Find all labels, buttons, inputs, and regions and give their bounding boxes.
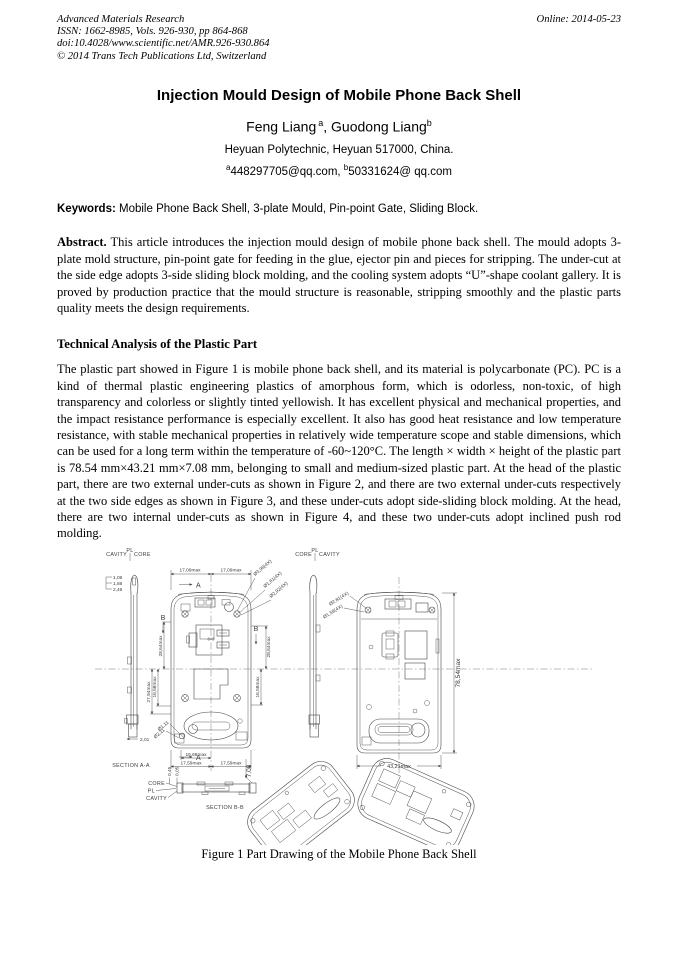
dim-28-64-left: 28,64max	[158, 635, 164, 657]
email-2-sup: b	[343, 163, 349, 173]
label-core-sectionb: CORE	[148, 781, 165, 787]
journal-title: Advanced Materials Research	[57, 14, 185, 25]
dim-16-58-right: 16,58max	[255, 676, 261, 698]
dim-2-01: 2,01	[140, 737, 150, 743]
email-1-address: 448297705@qq.com	[230, 166, 338, 179]
section-bb-view: CORE PL CAVITY 0,45 0,05 7,08 SECTION B-…	[146, 758, 257, 811]
dim-17-09-right: 17,09max	[220, 567, 242, 573]
abstract-paragraph: Abstract. This article introduces the in…	[57, 234, 621, 316]
dim-17-59-left: 17,59max	[180, 760, 202, 766]
label-pl-left: PL	[126, 548, 133, 554]
online-date: Online: 2014-05-23	[536, 14, 621, 25]
dim-16-58-left: 16,58max	[152, 676, 158, 698]
label-cavity-right: CAVITY	[319, 552, 340, 558]
section-arrow-b-left: B	[161, 615, 166, 622]
label-core-left: CORE	[134, 552, 151, 558]
front-view-dimensions: 17,09max 17,09max A A B B Ø3,98(4X) Ø1,6…	[146, 558, 290, 769]
dim-27-94-left: 27,94max	[146, 681, 152, 703]
dim-7-08: 7,08	[246, 764, 253, 777]
emails-separator: ,	[337, 166, 344, 179]
back-view: Ø2,81(4X) Ø1,59(4X) 78,54max 43,21max	[322, 576, 462, 773]
label-cavity-sectionb: CAVITY	[146, 796, 167, 802]
keywords-line: Keywords: Mobile Phone Back Shell, 3-pla…	[57, 203, 621, 215]
section-arrow-b-right: B	[254, 626, 259, 633]
section-heading: Technical Analysis of the Plastic Part	[57, 337, 258, 352]
author-2-sup: b	[426, 117, 432, 128]
emails-line: a448297705@qq.com, b50331624@ qq.com	[57, 163, 621, 178]
issn-line: ISSN: 1662-8985, Vols. 926-930, pp 864-8…	[57, 26, 248, 38]
copyright-line: © 2014 Trans Tech Publications Ltd, Swit…	[57, 50, 267, 62]
label-section-aa: SECTION A-A	[112, 763, 150, 769]
keywords-text: Mobile Phone Back Shell, 3-plate Mould, …	[115, 203, 479, 216]
abstract-text: This article introduces the injection mo…	[57, 235, 621, 315]
section-arrow-a-top: A	[196, 582, 201, 589]
article-title: Injection Mould Design of Mobile Phone B…	[156, 86, 522, 104]
author-1-name: Feng Liang	[246, 118, 317, 135]
side-view-left: CAVITY PL CORE 1,06 1,86	[105, 548, 151, 769]
label-pl-sectionb: PL	[148, 788, 155, 794]
doi-line: doi:10.4028/www.scientific.net/AMR.926-9…	[57, 38, 270, 50]
email-1-sup: a	[226, 163, 231, 173]
body-paragraph: The plastic part showed in Figure 1 is m…	[57, 362, 621, 541]
email-2-address: 50331624@ qq.com	[348, 166, 452, 179]
isometric-view-1	[247, 760, 355, 845]
dim-1-06: 1,06	[113, 575, 123, 581]
page-header: Advanced Materials Research ISSN: 1662-8…	[57, 14, 621, 63]
keywords-label: Keywords:	[57, 203, 116, 216]
dim-17-09-left: 17,09max	[179, 567, 201, 573]
label-cavity-left: CAVITY	[106, 552, 127, 558]
isometric-view-2	[357, 758, 475, 845]
dim-28-64-right: 28,64max	[266, 636, 272, 658]
author-1-sup: a	[318, 117, 324, 128]
label-core-right: CORE	[295, 552, 312, 558]
dim-43-21: 43,21max	[387, 764, 411, 770]
affiliation-line: Heyuan Polytechnic, Heyuan 517000, China…	[224, 144, 454, 157]
side-view-right: CORE PL CAVITY	[295, 548, 340, 738]
authors-separator: ,	[323, 118, 332, 135]
label-section-bb: SECTION B-B	[206, 805, 244, 811]
dim-17-59-right: 17,59max	[220, 760, 242, 766]
journal-info: Advanced Materials Research ISSN: 1662-8…	[57, 14, 270, 63]
author-2-name: Guodong Liang	[331, 118, 427, 135]
figure-1: CAVITY PL CORE 1,06 1,86	[57, 547, 621, 862]
front-view	[170, 574, 252, 773]
dim-2-46: 2,46	[113, 587, 123, 593]
dim-1-86: 1,86	[113, 581, 123, 587]
figure-caption: Figure 1 Part Drawing of the Mobile Phon…	[201, 846, 477, 861]
dim-78-54: 78,54max	[455, 658, 462, 688]
dim-0-05: 0,05	[175, 766, 181, 776]
label-pl-right: PL	[311, 548, 318, 554]
abstract-label: Abstract.	[57, 235, 107, 250]
part-drawing: CAVITY PL CORE 1,06 1,86	[95, 548, 593, 845]
dim-16-68: 16,68max	[185, 752, 207, 758]
dim-0-45: 0,45	[167, 766, 173, 776]
dim-dia-3-98: Ø3,98(4X)	[252, 558, 273, 577]
